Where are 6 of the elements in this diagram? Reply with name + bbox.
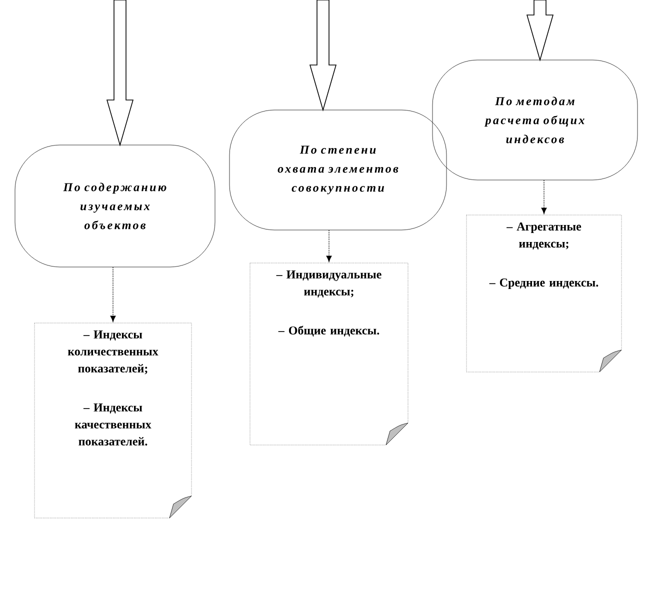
block-arrow <box>526 0 554 62</box>
arrow <box>110 266 116 322</box>
block-arrow <box>106 0 134 146</box>
arrow <box>541 180 547 214</box>
arrow <box>326 230 332 262</box>
block-arrow <box>309 0 337 112</box>
